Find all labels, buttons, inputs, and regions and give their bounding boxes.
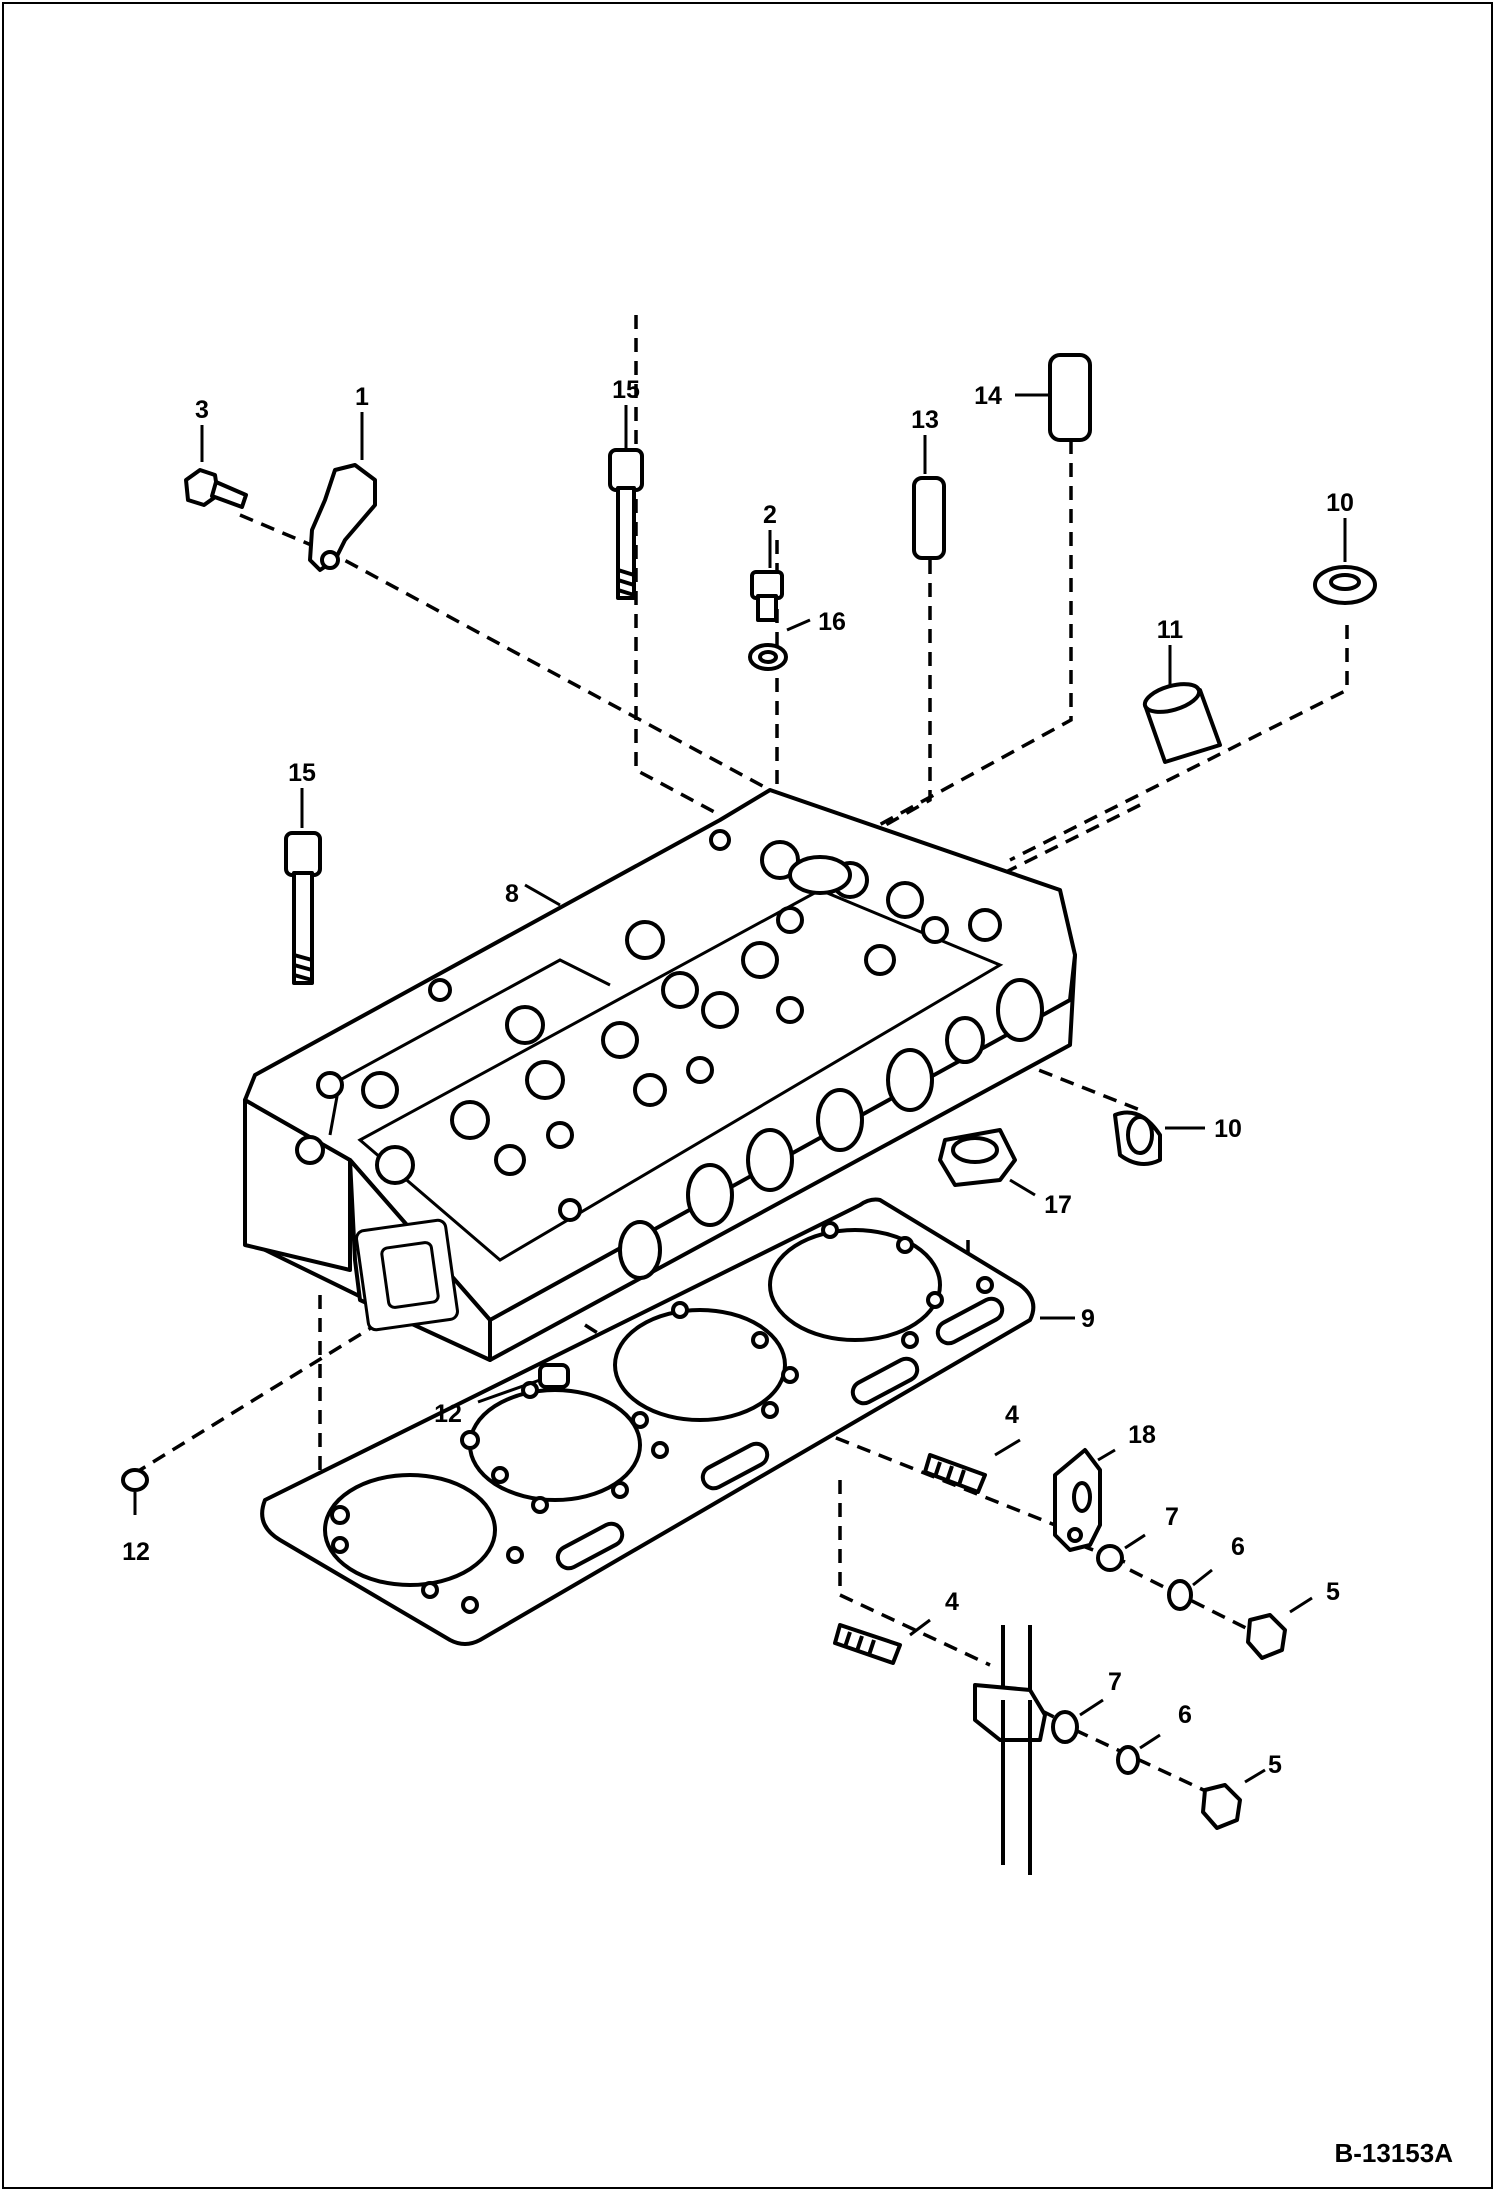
callout-15-left: 15 (288, 759, 316, 787)
callout-1: 1 (355, 383, 369, 411)
dowel-pin-part-13 (912, 476, 946, 560)
washer-part-16 (748, 643, 788, 671)
callout-labels: 3 1 15 2 16 13 14 10 11 15 8 10 17 9 12 … (122, 376, 1354, 1779)
dowel-part-12-left (121, 1468, 149, 1492)
callout-11: 11 (1157, 616, 1184, 644)
cup-plug-part-11 (1142, 682, 1222, 764)
callout-7-upper: 7 (1165, 1503, 1179, 1531)
head-bolt-part-15-left (284, 831, 322, 985)
callout-12-left: 12 (122, 1538, 150, 1566)
seal-part-10-lower (1113, 1110, 1162, 1166)
stud-part-4-upper (923, 1453, 987, 1494)
callout-18: 18 (1128, 1421, 1156, 1449)
bolt-part-3 (184, 468, 248, 509)
washer-part-6-lower (1116, 1745, 1140, 1775)
dowel-part-12-center (538, 1363, 570, 1389)
callout-17: 17 (1044, 1191, 1072, 1219)
callout-10-lower: 10 (1214, 1115, 1242, 1143)
callout-6-lower: 6 (1178, 1701, 1192, 1729)
leader-lines (133, 393, 1347, 1784)
sleeve-part-14 (1048, 353, 1092, 442)
callout-15-upper: 15 (612, 376, 640, 404)
nut-part-5-lower (1201, 1783, 1242, 1830)
head-gasket (260, 1197, 1036, 1646)
lock-washer-part-7-upper (1096, 1544, 1124, 1572)
callout-3: 3 (195, 396, 209, 424)
callout-9: 9 (1081, 1305, 1095, 1333)
seal-part-17 (938, 1128, 1017, 1187)
stud-part-4-lower (833, 1623, 902, 1665)
callout-13: 13 (911, 406, 939, 434)
bracket-part-1 (308, 463, 377, 572)
callout-7-lower: 7 (1108, 1668, 1122, 1696)
callout-2: 2 (763, 501, 777, 529)
head-bolt-part-15-upper (608, 448, 644, 600)
plug-part-2 (750, 570, 784, 622)
lock-washer-part-7-lower (1051, 1710, 1079, 1744)
cylinder-head (243, 788, 1077, 1362)
callout-4-lower: 4 (945, 1588, 959, 1616)
washer-part-6-upper (1167, 1579, 1193, 1611)
callout-12-center: 12 (434, 1400, 462, 1428)
nut-part-5-upper (1246, 1613, 1287, 1660)
callout-5-upper: 5 (1326, 1578, 1340, 1606)
seal-part-10-upper (1313, 565, 1377, 605)
callout-10-upper: 10 (1326, 489, 1354, 517)
callout-16: 16 (818, 608, 846, 636)
callout-8: 8 (505, 880, 519, 908)
callout-4-upper: 4 (1005, 1401, 1019, 1429)
drawing-number: B-13153A (1334, 2138, 1453, 2168)
callout-5-lower: 5 (1268, 1751, 1282, 1779)
callout-14: 14 (974, 382, 1002, 410)
callout-6-upper: 6 (1231, 1533, 1245, 1561)
lower-mount-bracket (973, 1625, 1047, 1875)
bracket-part-18 (1053, 1448, 1102, 1552)
